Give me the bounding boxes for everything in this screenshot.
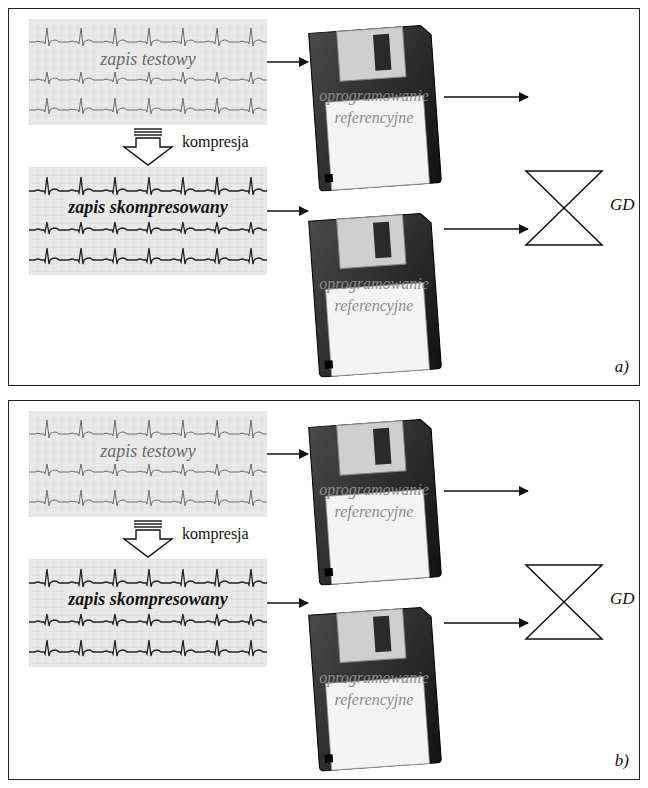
connector-arrow: [267, 61, 308, 62]
panel-frame: a) zapis testowy oprogramowanie referencyj…: [8, 8, 640, 386]
ecg-trace: [29, 72, 267, 84]
floppy-notch: [325, 360, 334, 368]
record-title: zapis testowy: [96, 441, 200, 462]
arrow-stripe: [134, 134, 162, 135]
comparator-symbol: [524, 563, 604, 641]
compression-arrow: [124, 521, 172, 557]
arrow-stripe: [134, 520, 162, 521]
floppy-disk: [304, 209, 444, 379]
arrow-body: [124, 138, 172, 165]
ecg-trace: [29, 640, 267, 656]
floppy-disk: [304, 21, 444, 193]
floppy-shutter: [337, 421, 406, 475]
connector-arrow: [267, 210, 308, 211]
ecg-strip: [29, 559, 267, 667]
comparator-node: GD: [524, 563, 604, 641]
ecg-trace: [29, 464, 267, 476]
software-disk: oprogramowanie referencyjne: [304, 209, 444, 379]
arrow-stripe: [134, 523, 162, 524]
panel-label: b): [615, 751, 629, 771]
connector-arrow: [444, 96, 528, 97]
arrow-stripe: [134, 128, 162, 129]
ecg-grid: [29, 559, 267, 667]
floppy-label: [326, 283, 430, 377]
floppy-notch: [325, 174, 334, 183]
arrow-stripe: [134, 131, 162, 132]
record-title: zapis skompresowany: [64, 589, 232, 610]
floppy-slot: [373, 616, 391, 653]
ecg-trace: [29, 490, 267, 506]
arrow-stripe: [134, 526, 162, 527]
ecg-record-box: zapis skompresowany: [29, 559, 267, 667]
floppy-shutter: [337, 609, 406, 663]
compression-arrow: [124, 129, 172, 165]
floppy-shutter: [337, 215, 406, 269]
edge-label: kompresja: [180, 133, 251, 151]
ecg-grid: [29, 19, 267, 125]
edge-label: kompresja: [180, 525, 251, 543]
software-label: oprogramowanie referencyjne: [314, 479, 434, 523]
ecg-grid: [29, 411, 267, 517]
floppy-shutter: [337, 27, 406, 81]
ecg-grid: [29, 167, 267, 275]
floppy-slot: [373, 428, 391, 465]
ecg-trace: [29, 98, 267, 114]
connector-arrow: [444, 622, 528, 623]
ecg-trace: [29, 248, 267, 264]
ecg-trace: [29, 614, 267, 626]
connector-arrow: [267, 602, 308, 603]
floppy-disk: [304, 603, 444, 773]
ecg-trace: [29, 420, 267, 438]
ecg-record-box: zapis testowy: [29, 411, 267, 517]
connector-arrow: [267, 453, 308, 454]
comparator-label: GD: [610, 589, 635, 609]
ecg-trace: [29, 222, 267, 234]
floppy-notch: [325, 754, 334, 762]
comparator-node: GD: [524, 169, 604, 247]
floppy-notch: [325, 568, 334, 577]
floppy-slot: [373, 222, 391, 259]
record-title: zapis skompresowany: [64, 197, 232, 218]
software-label: oprogramowanie referencyjne: [314, 273, 434, 317]
record-title: zapis testowy: [96, 49, 200, 70]
connector-arrow: [444, 228, 528, 229]
panel-frame: b) zapis testowy oprogramowanie referencyj…: [8, 400, 640, 780]
ecg-trace: [29, 28, 267, 46]
comparator-label: GD: [610, 195, 635, 215]
software-disk: oprogramowanie referencyjne: [304, 603, 444, 773]
software-disk: oprogramowanie referencyjne: [304, 415, 444, 587]
ecg-strip: [29, 19, 267, 125]
floppy-disk: [304, 415, 444, 587]
floppy-slot: [373, 34, 391, 71]
ecg-strip: [29, 167, 267, 275]
panel-label: a): [615, 357, 629, 377]
comparator-symbol: [524, 169, 604, 247]
floppy-label: [326, 677, 430, 771]
ecg-record-box: zapis testowy: [29, 19, 267, 125]
software-label: oprogramowanie referencyjne: [314, 85, 434, 129]
software-disk: oprogramowanie referencyjne: [304, 21, 444, 193]
connector-arrow: [444, 490, 528, 491]
software-label: oprogramowanie referencyjne: [314, 667, 434, 711]
ecg-record-box: zapis skompresowany: [29, 167, 267, 275]
ecg-strip: [29, 411, 267, 517]
ecg-trace: [29, 569, 267, 587]
ecg-trace: [29, 177, 267, 195]
arrow-body: [124, 530, 172, 557]
